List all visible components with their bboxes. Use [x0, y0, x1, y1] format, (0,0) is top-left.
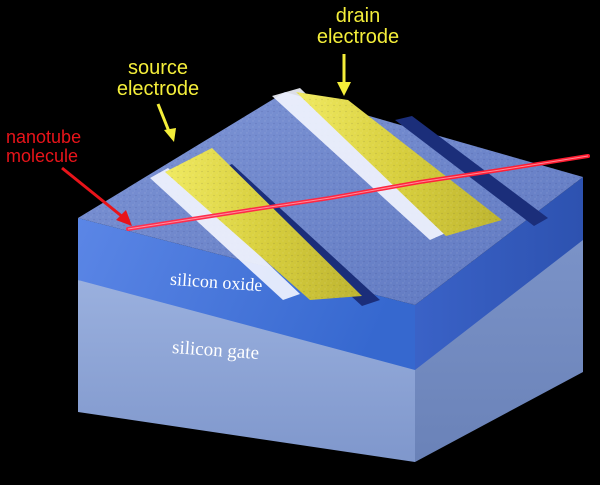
drain-arrow-icon — [337, 54, 351, 96]
drain-electrode-texture — [296, 92, 502, 236]
nanotube-arrow-icon — [61, 166, 132, 226]
source-electrode-ridge — [150, 168, 300, 300]
drain-electrode-ridge — [272, 88, 448, 240]
source-electrode-texture — [165, 148, 362, 300]
silicon-oxide-right-face — [415, 177, 583, 370]
silicon-gate-right-face — [415, 232, 583, 462]
nanotube-highlight — [127, 155, 589, 230]
gap-channel-dark-2 — [395, 116, 548, 226]
source-arrow-icon — [156, 103, 176, 142]
silicon-oxide-front-face — [78, 218, 415, 370]
